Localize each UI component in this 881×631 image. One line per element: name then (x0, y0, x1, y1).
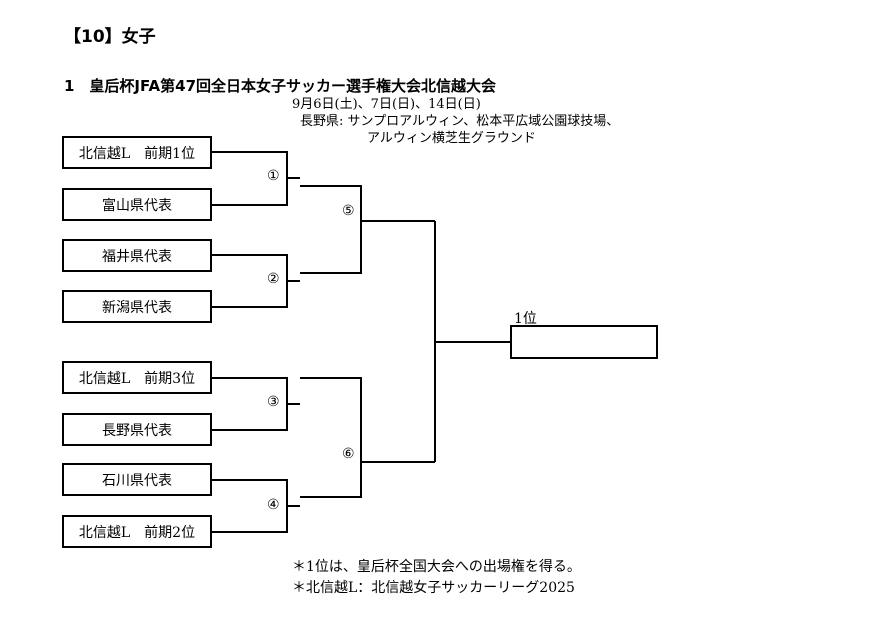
team-box-7: 石川県代表 (62, 463, 212, 496)
tournament-venue-line2: アルウィン横芝生グラウンド (367, 131, 536, 146)
note-2: ＊北信越L：北信越女子サッカーリーグ2025 (292, 580, 575, 596)
tournament-dates: 9月6日(土)、7日(日)、14日(日) (292, 97, 481, 112)
team-box-3: 福井県代表 (62, 239, 212, 272)
match-number-4: ④ (267, 497, 280, 513)
match-number-2: ② (267, 271, 280, 287)
bracket-line-match6 (300, 377, 435, 498)
bracket-line-match2 (212, 254, 300, 308)
team-box-1: 北信越L 前期1位 (62, 136, 212, 169)
match-number-5: ⑤ (342, 203, 355, 219)
team-box-8: 北信越L 前期2位 (62, 515, 212, 548)
bracket-line-match1 (212, 151, 300, 206)
tournament-title: 1 皇后杯JFA第47回全日本女子サッカー選手権大会北信越大会 (64, 77, 497, 95)
match-number-6: ⑥ (342, 446, 355, 462)
match-number-3: ③ (267, 394, 280, 410)
team-box-4: 新潟県代表 (62, 290, 212, 323)
bracket-line-match3 (212, 377, 300, 431)
team-box-6: 長野県代表 (62, 413, 212, 446)
match-number-1: ① (267, 168, 280, 184)
team-box-2: 富山県代表 (62, 188, 212, 221)
winner-label: 1位 (514, 311, 537, 327)
team-box-5: 北信越L 前期3位 (62, 361, 212, 394)
winner-box (510, 325, 658, 359)
bracket-line-final (434, 221, 510, 462)
note-1: ＊1位は、皇后杯全国大会への出場権を得る。 (292, 559, 581, 575)
bracket-line-match5 (300, 185, 435, 274)
tournament-venue-line1: 長野県: サンプロアルウィン、松本平広域公園球技場、 (300, 114, 620, 129)
section-title: 【10】女子 (64, 27, 156, 47)
bracket-line-match4 (212, 479, 300, 533)
